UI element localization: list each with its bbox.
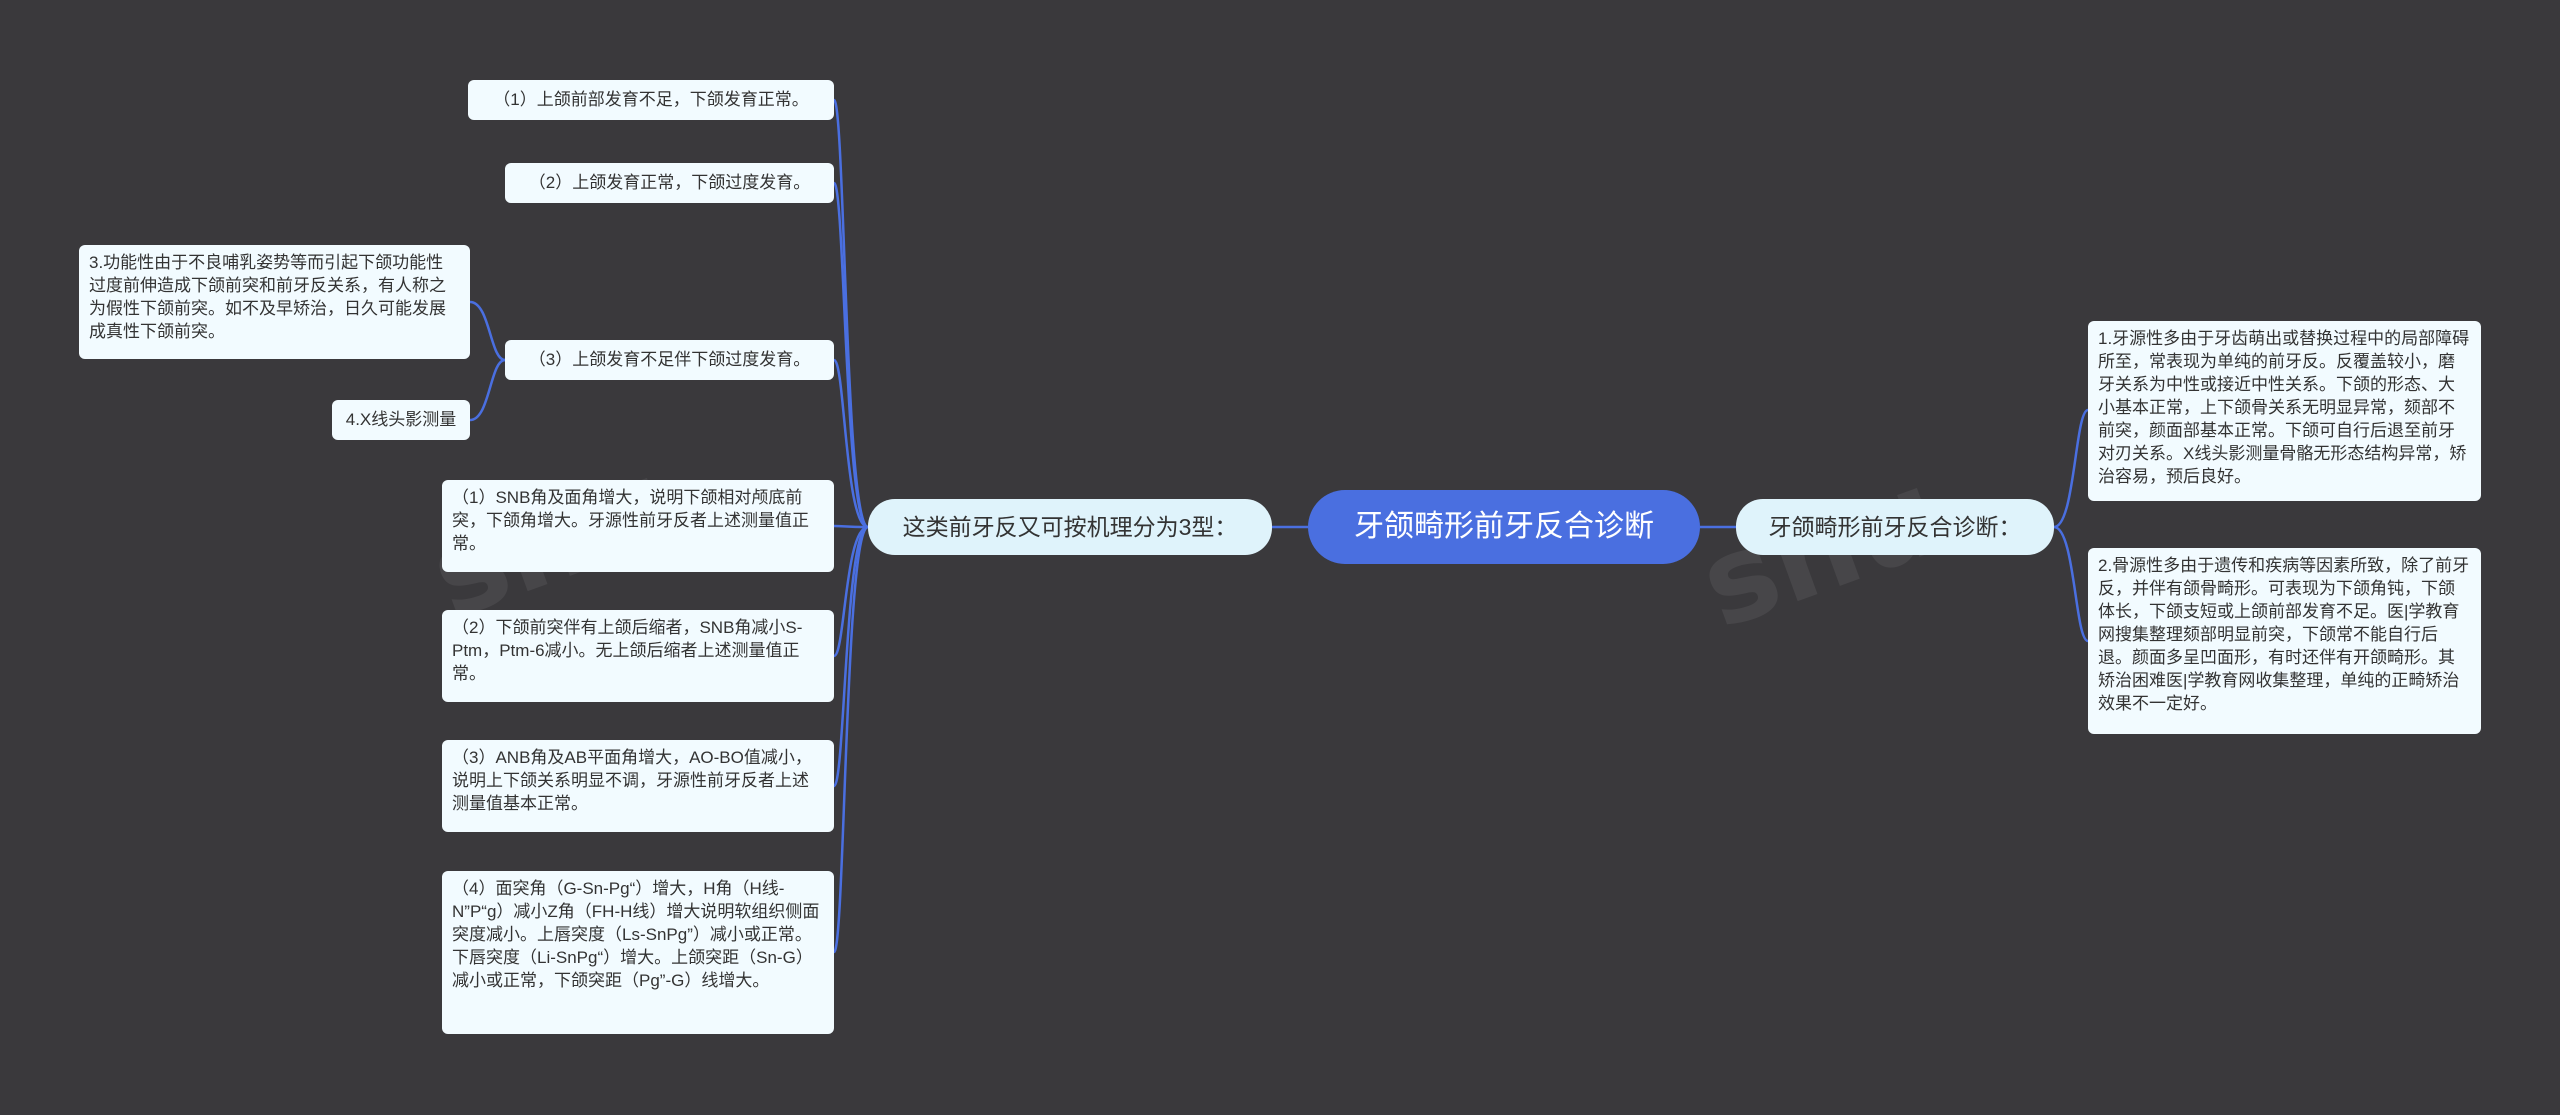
left-branch-topic[interactable]: 这类前牙反又可按机理分为3型： xyxy=(868,499,1272,555)
skeletal-origin-node[interactable]: 2.骨源性多由于遗传和疾病等因素所致，除了前牙反，并伴有颌骨畸形。可表现为下颌角… xyxy=(2088,548,2481,734)
xray-cephalometry-text: 4.X线头影测量 xyxy=(345,410,457,429)
right-branch-topic[interactable]: 牙颌畸形前牙反合诊断： xyxy=(1736,499,2054,555)
measurement-1-node[interactable]: （1）SNB角及面角增大，说明下颌相对颅底前突，下颌角增大。牙源性前牙反者上述测… xyxy=(442,480,834,572)
dental-origin-node[interactable]: 1.牙源性多由于牙齿萌出或替换过程中的局部障碍所至，常表现为单纯的前牙反。反覆盖… xyxy=(2088,321,2481,501)
type-2-node[interactable]: （2）上颌发育正常，下颌过度发育。 xyxy=(505,163,834,203)
measurement-3-text: （3）ANB角及AB平面角增大，AO-BO值减小，说明上下颌关系明显不调，牙源性… xyxy=(452,748,812,813)
functional-type-text: 3.功能性由于不良哺乳姿势等而引起下颌功能性过度前伸造成下颌前突和前牙反关系，有… xyxy=(89,253,446,341)
type-3-text: （3）上颌发育不足伴下颌过度发育。 xyxy=(528,350,811,369)
measurement-2-node[interactable]: （2）下颌前突伴有上颌后缩者，SNB角减小S-Ptm，Ptm-6减小。无上颌后缩… xyxy=(442,610,834,702)
dental-origin-text: 1.牙源性多由于牙齿萌出或替换过程中的局部障碍所至，常表现为单纯的前牙反。反覆盖… xyxy=(2098,329,2470,486)
type-2-text: （2）上颌发育正常，下颌过度发育。 xyxy=(528,173,811,192)
type-3-node[interactable]: （3）上颌发育不足伴下颌过度发育。 xyxy=(505,340,834,380)
type-1-node[interactable]: （1）上颌前部发育不足，下颌发育正常。 xyxy=(468,80,834,120)
root-topic[interactable]: 牙颌畸形前牙反合诊断 xyxy=(1308,490,1700,564)
functional-type-node[interactable]: 3.功能性由于不良哺乳姿势等而引起下颌功能性过度前伸造成下颌前突和前牙反关系，有… xyxy=(79,245,470,359)
measurement-3-node[interactable]: （3）ANB角及AB平面角增大，AO-BO值减小，说明上下颌关系明显不调，牙源性… xyxy=(442,740,834,832)
measurement-2-text: （2）下颌前突伴有上颌后缩者，SNB角减小S-Ptm，Ptm-6减小。无上颌后缩… xyxy=(452,618,803,683)
measurement-4-text: （4）面突角（G-Sn-Pg“）增大，H角（H线-N”P“g）减小Z角（FH-H… xyxy=(452,879,820,990)
left-branch-label: 这类前牙反又可按机理分为3型： xyxy=(902,514,1238,540)
xray-cephalometry-node[interactable]: 4.X线头影测量 xyxy=(332,400,470,440)
right-branch-label: 牙颌畸形前牙反合诊断： xyxy=(1768,514,2022,540)
measurement-1-text: （1）SNB角及面角增大，说明下颌相对颅底前突，下颌角增大。牙源性前牙反者上述测… xyxy=(452,488,809,553)
measurement-4-node[interactable]: （4）面突角（G-Sn-Pg“）增大，H角（H线-N”P“g）减小Z角（FH-H… xyxy=(442,871,834,1034)
root-topic-label: 牙颌畸形前牙反合诊断 xyxy=(1354,510,1654,543)
type-1-text: （1）上颌前部发育不足，下颌发育正常。 xyxy=(493,90,809,109)
skeletal-origin-text: 2.骨源性多由于遗传和疾病等因素所致，除了前牙反，并伴有颌骨畸形。可表现为下颌角… xyxy=(2098,556,2470,713)
